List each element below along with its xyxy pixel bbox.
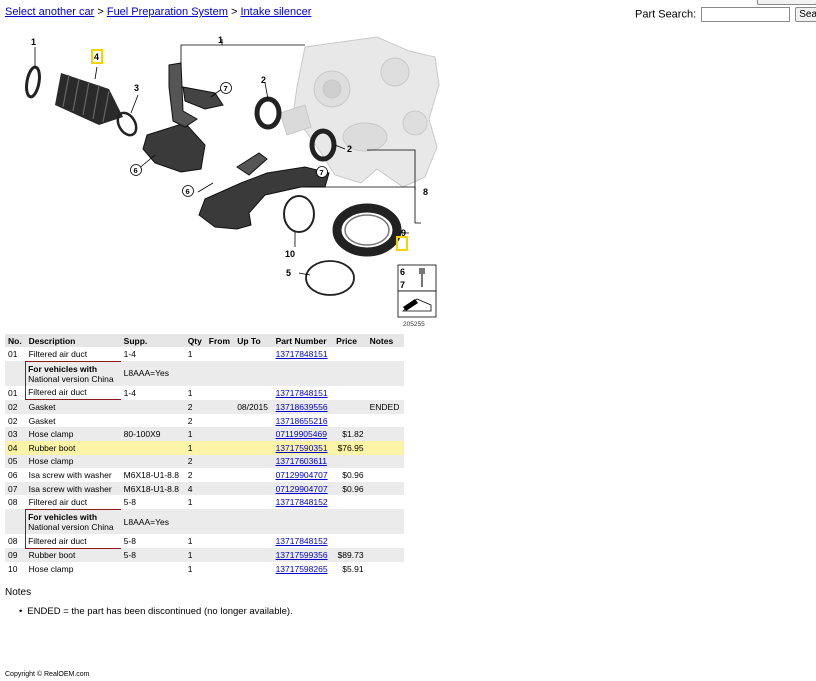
part-number-link[interactable]: 07119905469 — [275, 429, 327, 440]
circled-callout-6: 6 — [134, 166, 138, 175]
circled-callouts: 7 6 6 7 — [130, 82, 328, 197]
part-number-link[interactable]: 13717599356 — [275, 550, 328, 561]
notes-heading: Notes — [5, 587, 32, 598]
gasket-part-2-lower[interactable] — [309, 128, 337, 162]
gasket-part-2[interactable] — [254, 96, 282, 130]
part-number-link[interactable]: 13717848151 — [275, 387, 328, 398]
intake-silencer-link[interactable]: Intake silencer — [240, 6, 312, 18]
leader-lines — [34, 39, 421, 276]
part-number-link[interactable]: 13717603611 — [275, 456, 327, 467]
table-row: 10 Hose clamp 1 13717598265 $5.91 — [8, 563, 364, 574]
callout-5: 1 — [31, 37, 36, 47]
callout-2: 2 — [261, 75, 266, 85]
turbocharger-illustration — [279, 36, 440, 188]
table-row: 06 Isa screw with washer M6X18-U1-8.8 2 … — [8, 469, 364, 480]
table-row: 09 Rubber boot 5-8 1 13717599356 $89.73 — [5, 548, 404, 563]
filtered-air-duct-part-1[interactable] — [142, 62, 224, 173]
part-number-link[interactable]: 13717590351 — [275, 442, 328, 453]
table-row: 01 Filtered air duct 1-4 1 13717848151 — [5, 385, 404, 401]
circled-callout-6-lower: 6 — [186, 187, 190, 196]
col-no: No. — [5, 334, 26, 347]
col-notes: Notes — [366, 334, 404, 347]
part-number-link[interactable]: 13718655216 — [275, 415, 328, 426]
screw-icon — [419, 268, 425, 274]
table-row: 02 Gasket 2 13718655216 — [8, 415, 328, 426]
notes-list: ENDED = the part has been discontinued (… — [19, 606, 292, 617]
table-header-row: No. Description Supp. Qty From Up To Par… — [5, 334, 404, 347]
col-description: Description — [25, 334, 121, 347]
part-search: Part Search: Search — [635, 7, 816, 22]
search-button[interactable]: Search — [795, 7, 816, 22]
callout-8: 8 — [423, 187, 428, 197]
callout-labels: 1 4 3 1 2 2 8 9 10 5 — [31, 35, 428, 278]
condition-code: L8AAA=Yes — [120, 509, 404, 534]
breadcrumb: Select another car > Fuel Preparation Sy… — [5, 6, 311, 18]
part-number-link[interactable]: 13717598265 — [275, 563, 328, 574]
breadcrumb-separator: > — [230, 6, 238, 18]
rubber-boot-part-9[interactable] — [332, 203, 402, 257]
callout-4: 4 — [94, 52, 99, 62]
condition-row: For vehicles with National version China… — [5, 360, 404, 386]
hose-clamp-part-3[interactable] — [114, 110, 140, 139]
part-number-link[interactable]: 13718639556 — [275, 401, 328, 412]
part-search-label: Part Search: — [635, 8, 697, 21]
callout-1: 1 — [218, 35, 223, 45]
hose-clamp-part-5[interactable] — [24, 65, 41, 99]
condition-code: L8AAA=Yes — [120, 361, 404, 386]
circled-callout-7-lower: 7 — [320, 168, 324, 177]
table-row-highlighted: 04 Rubber boot 1 13717590351 $76.95 — [5, 440, 404, 455]
part-search-input[interactable] — [701, 7, 791, 22]
table-row: 05 Hose clamp 2 13717603611 — [5, 454, 404, 469]
fuel-preparation-system-link[interactable]: Fuel Preparation System — [106, 6, 228, 18]
note-item: ENDED = the part has been discontinued (… — [19, 606, 292, 617]
parts-diagram[interactable]: 1 4 3 1 2 2 8 9 10 5 7 6 6 7 6 7 205255 — [5, 27, 440, 327]
status-ended: ENDED — [366, 399, 404, 414]
col-from: From — [205, 334, 235, 347]
col-up-to: Up To — [234, 334, 273, 347]
callout-5-lower: 5 — [286, 268, 291, 278]
condition-text: National version China — [28, 521, 114, 532]
table-row: 03 Hose clamp 80-100X9 1 07119905469 $1.… — [5, 427, 404, 441]
table-row: 07 Isa screw with washer M6X18-U1-8.8 4 … — [5, 481, 404, 496]
breadcrumb-separator: > — [97, 6, 104, 18]
legend-box: 6 7 205255 — [397, 264, 437, 327]
condition-row: For vehicles with National version China… — [5, 508, 404, 534]
table-row: 08 Filtered air duct 5-8 1 13717848152 — [8, 497, 328, 508]
condition-title: For vehicles with — [28, 511, 98, 522]
hose-clamp-part-5-lower[interactable] — [305, 260, 355, 296]
filtered-air-duct-part-8[interactable] — [198, 152, 330, 230]
diagram-image-number: 205255 — [403, 321, 425, 327]
header-button[interactable] — [757, 0, 816, 5]
col-qty: Qty — [184, 334, 206, 347]
col-supp: Supp. — [120, 334, 185, 347]
condition-note: For vehicles with National version China — [25, 360, 121, 386]
callout-3: 3 — [134, 83, 139, 93]
copyright: Copyright © RealOEM.com — [5, 671, 90, 678]
part-number-link[interactable]: 13717848152 — [275, 497, 328, 508]
circled-callout-7: 7 — [224, 84, 228, 93]
legend-6: 6 — [400, 267, 405, 277]
table-row: 02 Gasket 2 08/2015 13718639556 ENDED — [5, 399, 404, 414]
hose-clamp-part-10[interactable] — [283, 195, 315, 233]
part-number-link[interactable]: 07129904707 — [275, 469, 328, 480]
callout-9-highlight — [396, 236, 408, 251]
callout-10: 10 — [285, 249, 295, 259]
col-part-number: Part Number — [272, 334, 334, 347]
table-row: 08 Filtered air duct 5-8 1 13717848152 — [5, 533, 404, 549]
part-number-link[interactable]: 13717848151 — [275, 349, 328, 360]
legend-7: 7 — [400, 280, 405, 290]
callout-2-lower: 2 — [347, 144, 352, 154]
select-another-car-link[interactable]: Select another car — [5, 6, 95, 18]
part-number-link[interactable]: 13717848152 — [275, 535, 328, 546]
table-row: 01 Filtered air duct 1-4 1 13717848151 — [8, 348, 328, 360]
condition-note: For vehicles with National version China — [25, 508, 121, 534]
condition-text: National version China — [28, 373, 114, 384]
col-price: Price — [333, 334, 367, 347]
callout-4-highlight — [91, 49, 103, 64]
part-number-link[interactable]: 07129904707 — [275, 483, 328, 494]
condition-title: For vehicles with — [28, 363, 98, 374]
parts-table: No. Description Supp. Qty From Up To Par… — [5, 334, 404, 576]
callout-9: 9 — [401, 228, 406, 238]
rubber-boot-part-4[interactable] — [55, 73, 123, 125]
